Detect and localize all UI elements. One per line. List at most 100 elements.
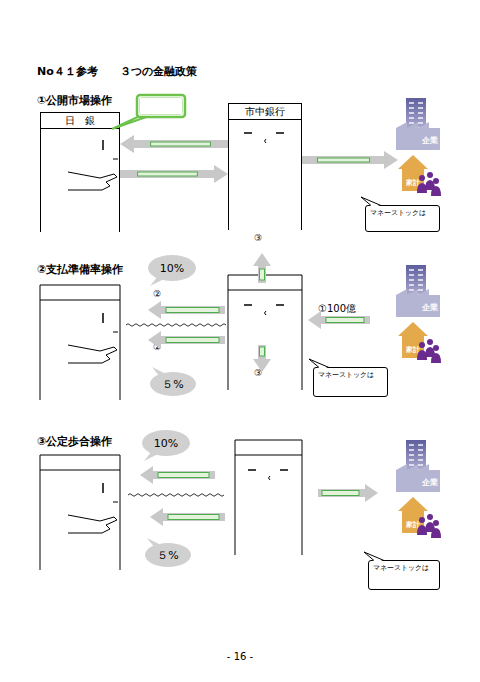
household-icon: 家計 — [398, 322, 428, 358]
node-text: ５% — [157, 548, 178, 563]
arrow-bar — [137, 172, 198, 177]
arrow-bar — [168, 515, 219, 520]
window — [409, 449, 414, 451]
window — [418, 269, 423, 271]
window — [409, 107, 414, 109]
callout-box: マネーストックは — [368, 560, 440, 590]
window — [409, 122, 414, 124]
arrow-bar-fill — [151, 143, 210, 146]
text-label: ①100億 — [318, 302, 356, 316]
window — [418, 459, 423, 461]
window — [418, 122, 423, 124]
text-label: ①公開市場操作 — [37, 93, 112, 108]
box-header-line — [40, 470, 120, 471]
window — [409, 269, 414, 271]
speech-tail — [112, 115, 152, 129]
bank-face — [248, 470, 288, 480]
window — [418, 444, 423, 446]
window — [418, 274, 423, 276]
boj-figure — [68, 140, 118, 190]
arrow-bar — [260, 269, 265, 280]
arrow-bar — [150, 142, 211, 147]
house-shape — [398, 497, 428, 533]
text-label: ③ — [254, 368, 262, 378]
boj-figure — [68, 313, 118, 363]
arrow-bar — [326, 318, 364, 323]
bank-box: 日 銀 — [40, 112, 120, 232]
node-text: 家計 — [398, 520, 428, 530]
window — [409, 454, 414, 456]
bank-box — [228, 275, 302, 390]
arrow-bar — [158, 473, 209, 478]
window — [409, 444, 414, 446]
window — [409, 289, 414, 291]
window — [409, 274, 414, 276]
rate-bubble: 10% — [148, 255, 196, 281]
block-arrow — [318, 484, 378, 502]
bank-box: 市中銀行 — [228, 103, 302, 230]
block-arrow — [120, 170, 215, 178]
window — [409, 459, 414, 461]
page-title: No４１参考 ３つの金融政策 — [37, 64, 197, 79]
rate-bubble: 10% — [142, 430, 190, 456]
connector-group — [120, 174, 215, 175]
node-text: 市中銀行 — [229, 104, 301, 120]
node-text: マネーストックは — [373, 564, 435, 573]
node-text: 企業 — [422, 135, 438, 146]
window — [409, 284, 414, 286]
window — [409, 464, 414, 466]
window — [409, 112, 414, 114]
bubble-ellipse — [148, 255, 196, 281]
window — [418, 102, 423, 104]
window — [418, 454, 423, 456]
bubble-ellipse — [142, 430, 190, 456]
box-header-line — [235, 455, 302, 456]
household-icon: 家計 — [398, 497, 428, 533]
house-shape — [398, 322, 428, 358]
block-arrow — [140, 466, 215, 484]
empty-speech-box — [137, 95, 185, 117]
boj-figure — [68, 483, 118, 533]
household-icon: 家計 — [398, 155, 428, 191]
node-text: マネーストックは — [370, 209, 435, 218]
window — [418, 112, 423, 114]
callout-box: マネーストックは — [365, 205, 440, 232]
window — [418, 449, 423, 451]
text-label: ③公定歩合操作 — [37, 434, 112, 449]
text-label: ② — [153, 342, 161, 352]
factory — [396, 289, 440, 317]
window — [418, 289, 423, 291]
factory — [396, 122, 440, 150]
node-text: 10% — [154, 437, 178, 450]
block-arrow — [150, 508, 225, 526]
text-label: ③ — [254, 233, 262, 243]
node-text: ５% — [162, 377, 183, 392]
window — [418, 464, 423, 466]
node-text: マネーストックは — [318, 371, 383, 380]
text-label: ② — [153, 289, 161, 299]
arrow-bar — [166, 308, 219, 313]
window — [418, 117, 423, 119]
window — [418, 284, 423, 286]
wavy-line — [128, 494, 224, 497]
text-label: ②支払準備率操作 — [37, 262, 123, 277]
rate-bubble: ５% — [145, 543, 191, 567]
rate-bubble: ５% — [150, 372, 196, 396]
arrow-bar — [317, 158, 370, 163]
bank-face — [244, 305, 284, 315]
block-arrow — [148, 301, 225, 319]
connector-group — [133, 144, 228, 145]
block-arrow — [133, 140, 228, 148]
window — [418, 279, 423, 281]
boj-box — [40, 455, 120, 570]
node-text: 日 銀 — [41, 113, 119, 129]
bubble-ellipse — [145, 543, 191, 567]
bank-box — [235, 440, 302, 555]
window — [409, 102, 414, 104]
box-header-line — [40, 300, 120, 301]
callout-box: マネーストックは — [313, 367, 388, 397]
arrow-bar-fill — [138, 173, 197, 176]
arrow-bar-fill — [318, 159, 369, 162]
boj-box — [40, 285, 120, 400]
